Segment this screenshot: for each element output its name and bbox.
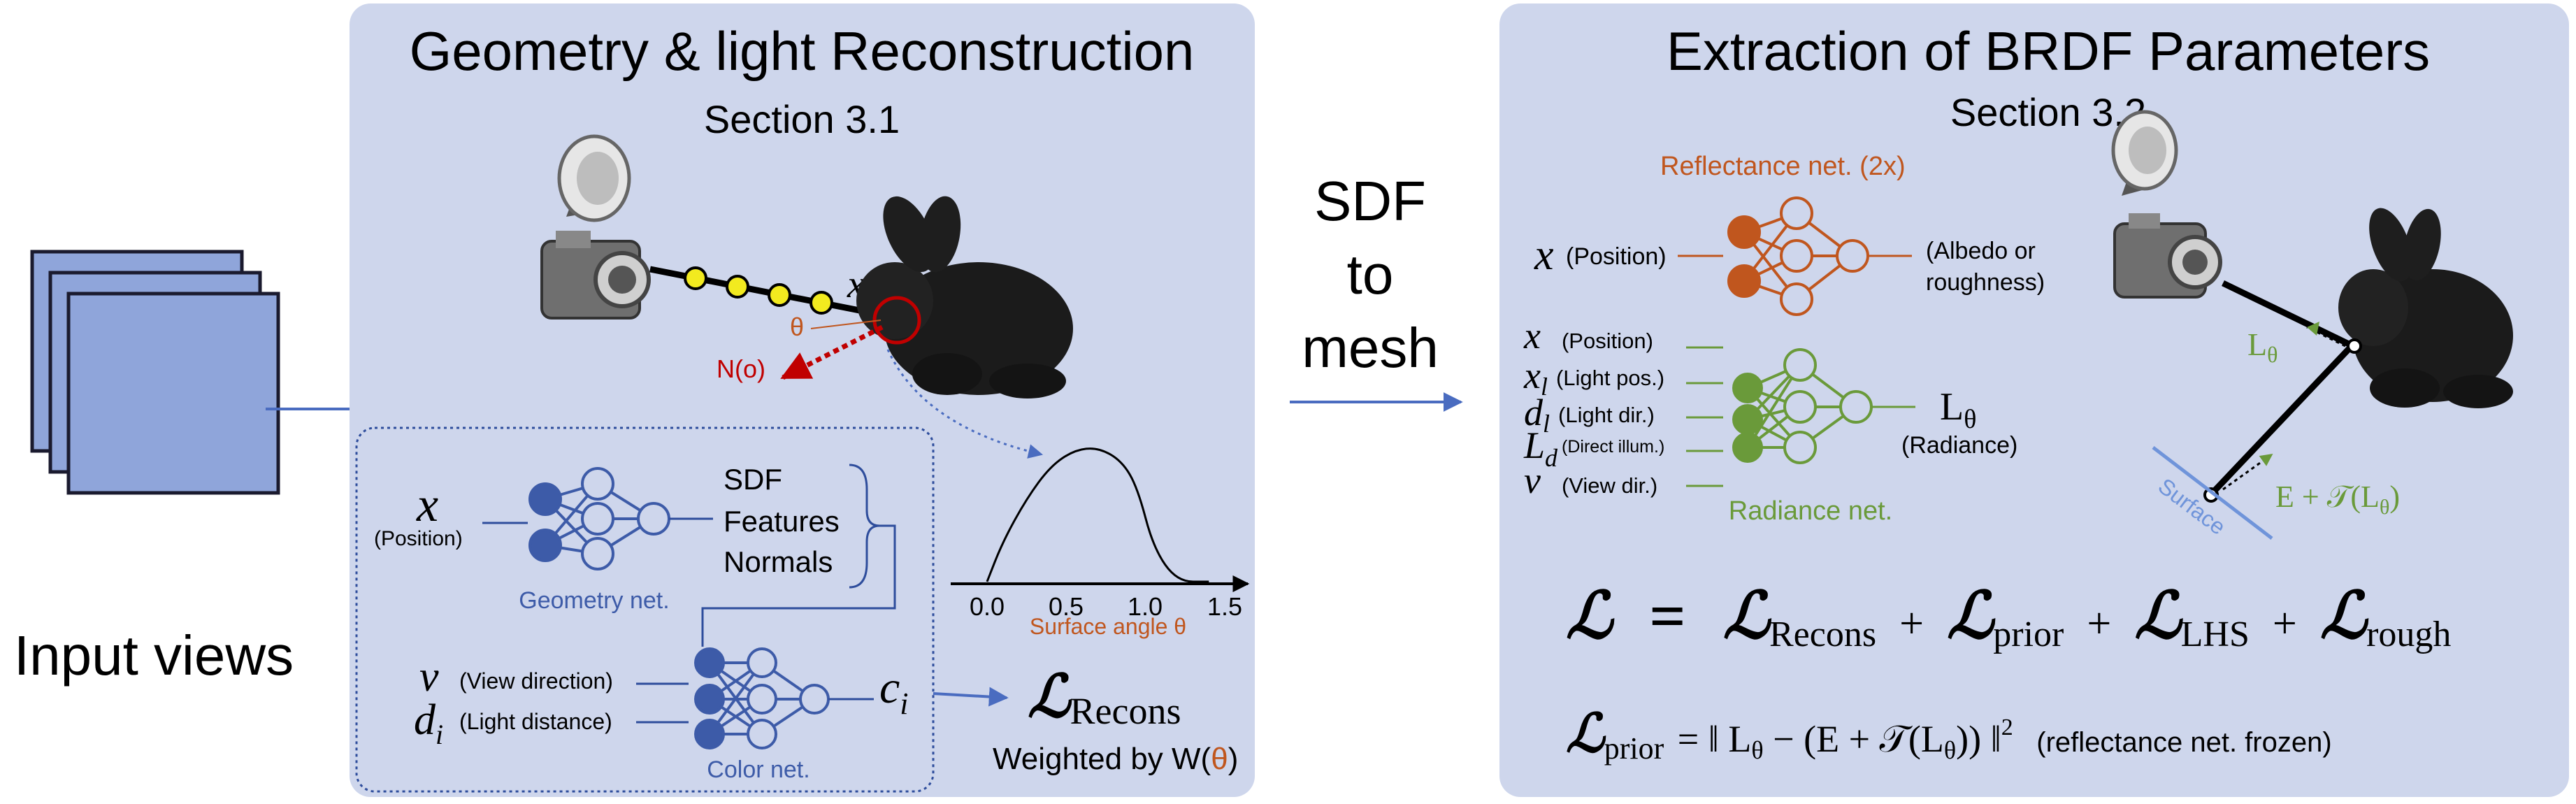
recons-loss: ℒRecons	[1028, 665, 1181, 732]
l-theta-label: Lθ	[2247, 326, 2278, 367]
color-input2-symbol: di	[414, 696, 443, 750]
reflectance-input-symbol: x	[1534, 231, 1554, 279]
recons-weighting: Weighted by W(θ)	[993, 742, 1238, 776]
geometry-input-label: (Position)	[374, 527, 463, 550]
reflectance-net-icon	[1727, 196, 1869, 316]
color-input1-symbol: v	[419, 653, 439, 701]
radiance-input-light-pos: xl(Light pos.)	[1523, 354, 1664, 401]
input-views-stack	[30, 250, 280, 495]
e-label: E + 𝒯(Lθ)	[2275, 480, 2400, 519]
geometry-input-symbol: x	[416, 478, 438, 532]
plot-tick-2: 1.0	[1128, 592, 1163, 621]
reflectance-input-label: (Position)	[1566, 243, 1667, 270]
radiance-net-name: Radiance net.	[1729, 496, 1893, 526]
theta-label: θ	[790, 313, 804, 341]
panel1-title: Geometry & light Reconstruction	[410, 20, 1195, 82]
camera-to-point-ray	[2222, 280, 2352, 348]
radiance-input-light-dir: dl(Light dir.)	[1524, 392, 1655, 438]
ray-sample-points	[684, 266, 833, 315]
geometry-output-sdf: SDF	[724, 463, 782, 496]
sdf-to-mesh-line3: mesh	[1302, 317, 1439, 379]
network-group-box	[355, 426, 935, 793]
sdf-to-mesh-line1: SDF	[1314, 170, 1426, 232]
geometry-net-icon	[528, 467, 670, 570]
radiance-input-view-dir: v(View dir.)	[1524, 459, 1657, 501]
prior-loss-equation: ℒprior = ‖ Lθ − (E + 𝒯(Lθ)) ‖2 (reflecta…	[1566, 701, 2332, 767]
radiance-output-label: (Radiance)	[1901, 432, 2017, 459]
normal-arrow	[780, 324, 884, 380]
camera-icon-right	[2111, 110, 2222, 299]
plot-link	[886, 349, 1044, 459]
panel-brdf-extraction	[1499, 3, 2569, 797]
plot-xlabel: Surface angle θ	[1030, 614, 1186, 639]
angle-guide	[810, 320, 882, 329]
input-views-label: Input views	[14, 624, 294, 687]
geometry-output-features: Features	[724, 505, 840, 538]
radiance-input-position: x(Position)	[1523, 315, 1653, 357]
loss-equation: ℒ = ℒRecons + ℒprior + ℒLHS + ℒrough	[1566, 580, 2451, 660]
hit-point-circle	[872, 296, 921, 345]
radiance-net-icon	[1732, 348, 1873, 464]
to-loss-arrow	[933, 687, 1009, 707]
camera-icon	[540, 134, 651, 320]
geometry-net-name: Geometry net.	[519, 587, 669, 614]
sdf-to-mesh-line2: to	[1347, 243, 1394, 306]
weight-plot: 0.0 0.5 1.0 1.5 Surface angle θ	[951, 447, 1250, 639]
panel2-title: Extraction of BRDF Parameters	[1667, 20, 2430, 82]
reflectance-output-label-2: roughness)	[1926, 269, 2045, 296]
radiance-input-direct-illum: Ld(Direct illum.)	[1523, 424, 1664, 472]
l-theta-marker	[2307, 322, 2319, 336]
reflectance-output-label-1: (Albedo or	[1926, 238, 2036, 264]
point-to-surface-ray	[2210, 345, 2353, 496]
weight-curve	[986, 447, 1209, 583]
geometry-output-normals: Normals	[724, 545, 833, 578]
plot-tick-1: 0.5	[1049, 592, 1084, 621]
reflectance-net-name: Reflectance net. (2x)	[1660, 152, 1906, 181]
plot-tick-3: 1.5	[1207, 592, 1242, 621]
radiance-output-symbol: Lθ	[1940, 385, 1976, 434]
color-input2-label: (Light distance)	[459, 709, 612, 734]
radiance-input-lines	[1686, 346, 1723, 487]
color-output-symbol: ci	[879, 662, 909, 721]
bunny-model-right	[2338, 208, 2513, 408]
panel1-subtitle: Section 3.1	[704, 97, 900, 141]
bunny-model	[856, 196, 1073, 399]
surface-line	[2152, 446, 2273, 540]
color-net-icon	[694, 647, 830, 749]
panel2-subtitle: Section 3.2	[1950, 90, 2146, 134]
e-arrow	[2222, 453, 2273, 491]
color-net-name: Color net.	[707, 756, 810, 783]
radiance-inputs: x(Position) xl(Light pos.) dl(Light dir.…	[1523, 315, 1664, 501]
plot-tick-0: 0.0	[970, 592, 1005, 621]
surface-point	[2347, 338, 2362, 354]
features-connector	[701, 524, 896, 647]
color-input1-label: (View direction)	[459, 668, 613, 694]
normal-label: N(o)	[717, 354, 765, 383]
